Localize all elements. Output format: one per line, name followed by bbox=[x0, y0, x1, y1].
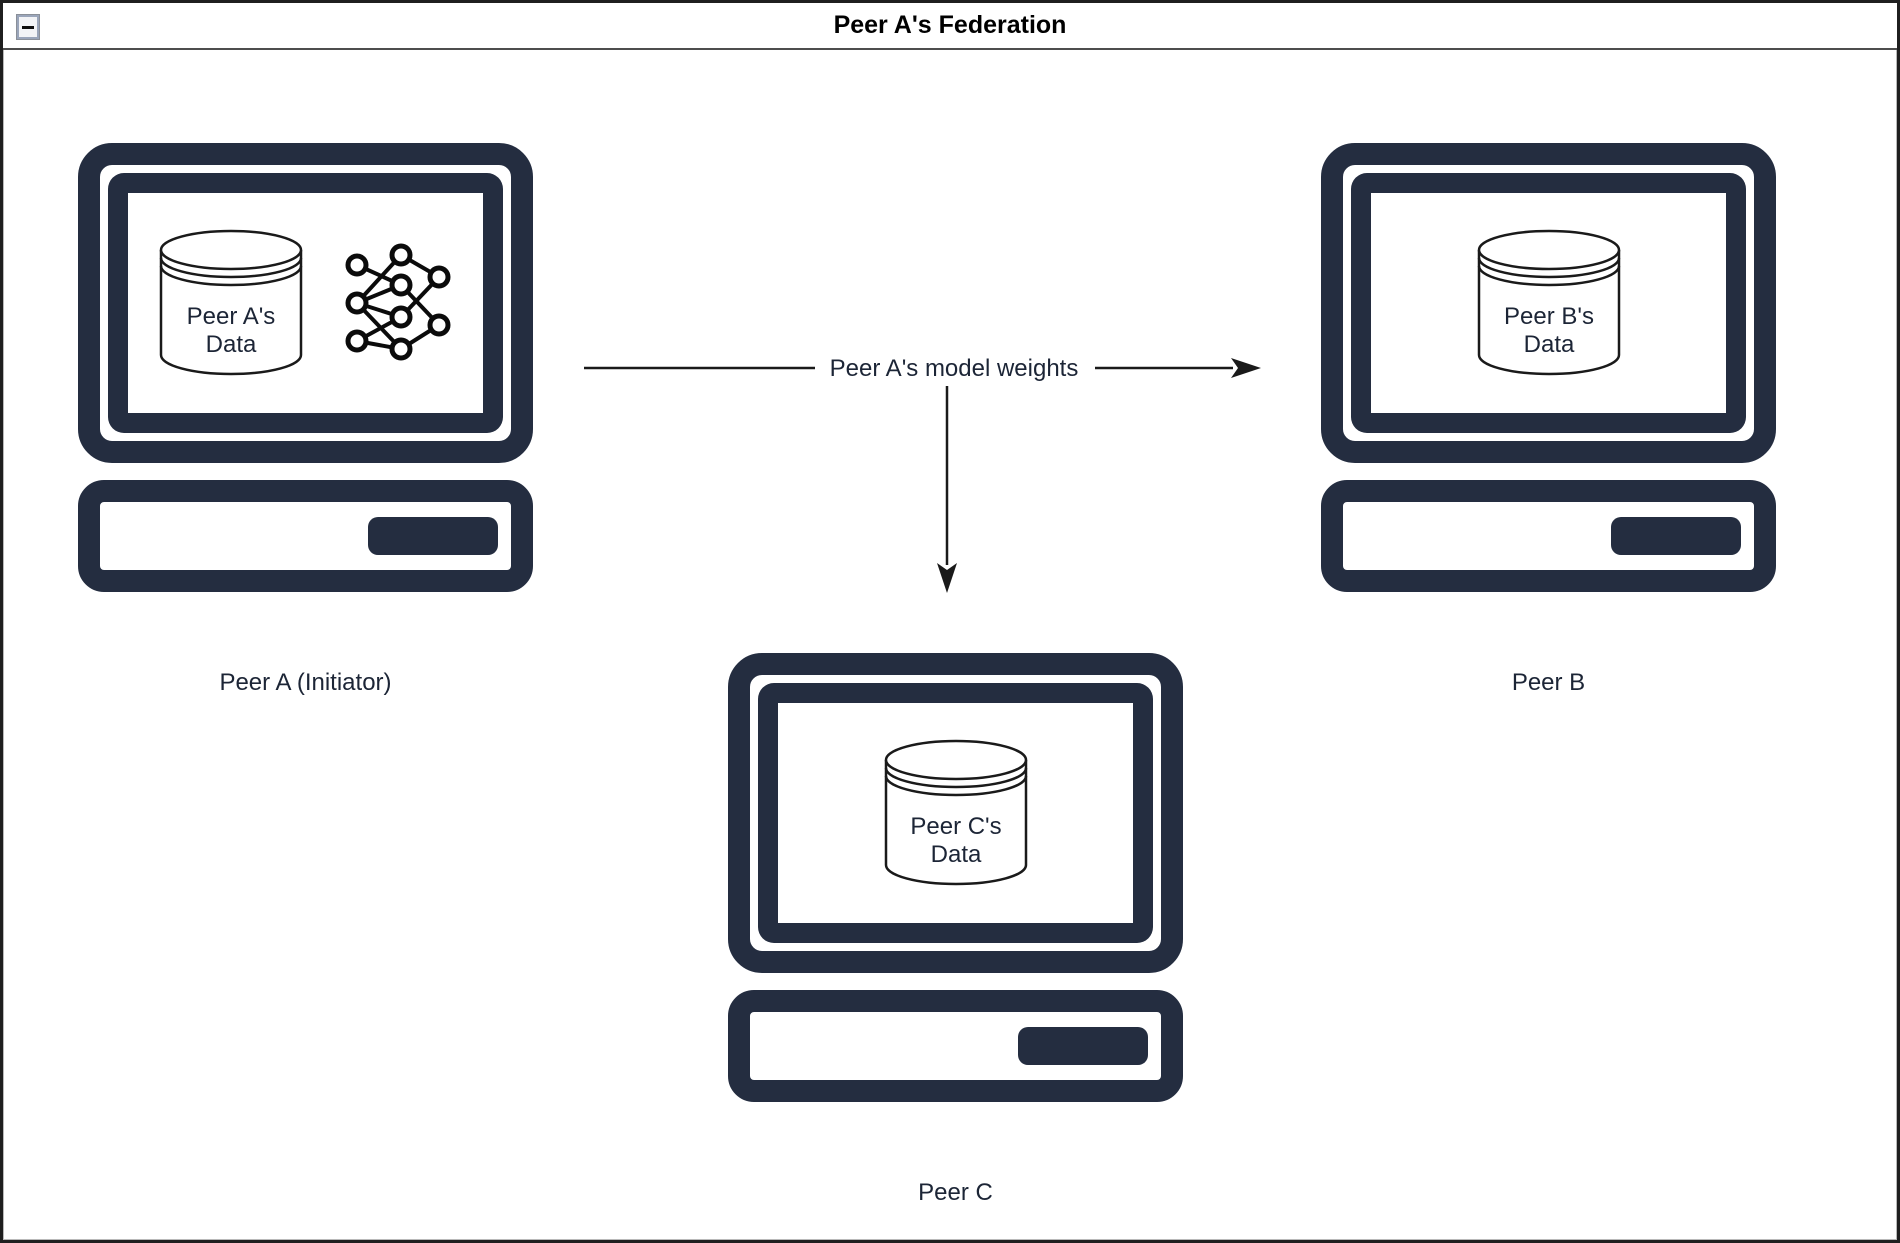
peer-b-computer-base bbox=[1321, 480, 1776, 592]
peer-a-data-label-line1: Peer A's bbox=[186, 303, 275, 330]
peer-c-data-label-line2: Data bbox=[930, 841, 981, 868]
peer-b-screen: Peer B's Data bbox=[1351, 173, 1746, 433]
database-icon: Peer A's Data bbox=[159, 229, 302, 376]
peer-c-data-label-line1: Peer C's bbox=[910, 813, 1001, 840]
diagram-title: Peer A's Federation bbox=[833, 11, 1067, 39]
edge-label-model-weights: Peer A's model weights bbox=[830, 355, 1079, 382]
peer-a-drive-slot bbox=[368, 517, 498, 555]
peer-a-computer-base bbox=[78, 480, 533, 592]
arrowhead-to-peer-b bbox=[1231, 358, 1261, 378]
peer-c-monitor: Peer C's Data bbox=[728, 653, 1183, 973]
peer-a-computer[interactable]: Peer A's Data bbox=[78, 143, 533, 748]
peer-b-data-label-line2: Data bbox=[1523, 331, 1574, 358]
peer-a-monitor: Peer A's Data bbox=[78, 143, 533, 463]
peer-c-computer[interactable]: Peer C's Data Peer C bbox=[728, 653, 1183, 1240]
peer-b-label: Peer B bbox=[1511, 669, 1586, 696]
peer-b-drive-slot bbox=[1611, 517, 1741, 555]
peer-c-computer-base bbox=[728, 990, 1183, 1102]
peer-a-label: Peer A (Initiator) bbox=[219, 669, 392, 696]
peer-a-data-label-line2: Data bbox=[205, 331, 256, 358]
peer-b-computer[interactable]: Peer B's Data Peer B bbox=[1321, 143, 1776, 748]
collapse-minus-icon bbox=[22, 25, 34, 29]
peer-b-data-label-line1: Peer B's bbox=[1504, 303, 1594, 330]
database-icon: Peer B's Data bbox=[1477, 229, 1620, 376]
titlebar: Peer A's Federation bbox=[3, 3, 1897, 50]
peer-c-label: Peer C bbox=[918, 1179, 993, 1206]
database-icon: Peer C's Data bbox=[884, 739, 1027, 886]
collapse-button[interactable] bbox=[17, 15, 39, 39]
arrowhead-to-peer-c bbox=[937, 563, 957, 593]
neural-network-icon bbox=[345, 243, 450, 361]
peer-c-screen: Peer C's Data bbox=[758, 683, 1153, 943]
peer-b-monitor: Peer B's Data bbox=[1321, 143, 1776, 463]
peer-c-drive-slot bbox=[1018, 1027, 1148, 1065]
peer-a-screen: Peer A's Data bbox=[108, 173, 503, 433]
